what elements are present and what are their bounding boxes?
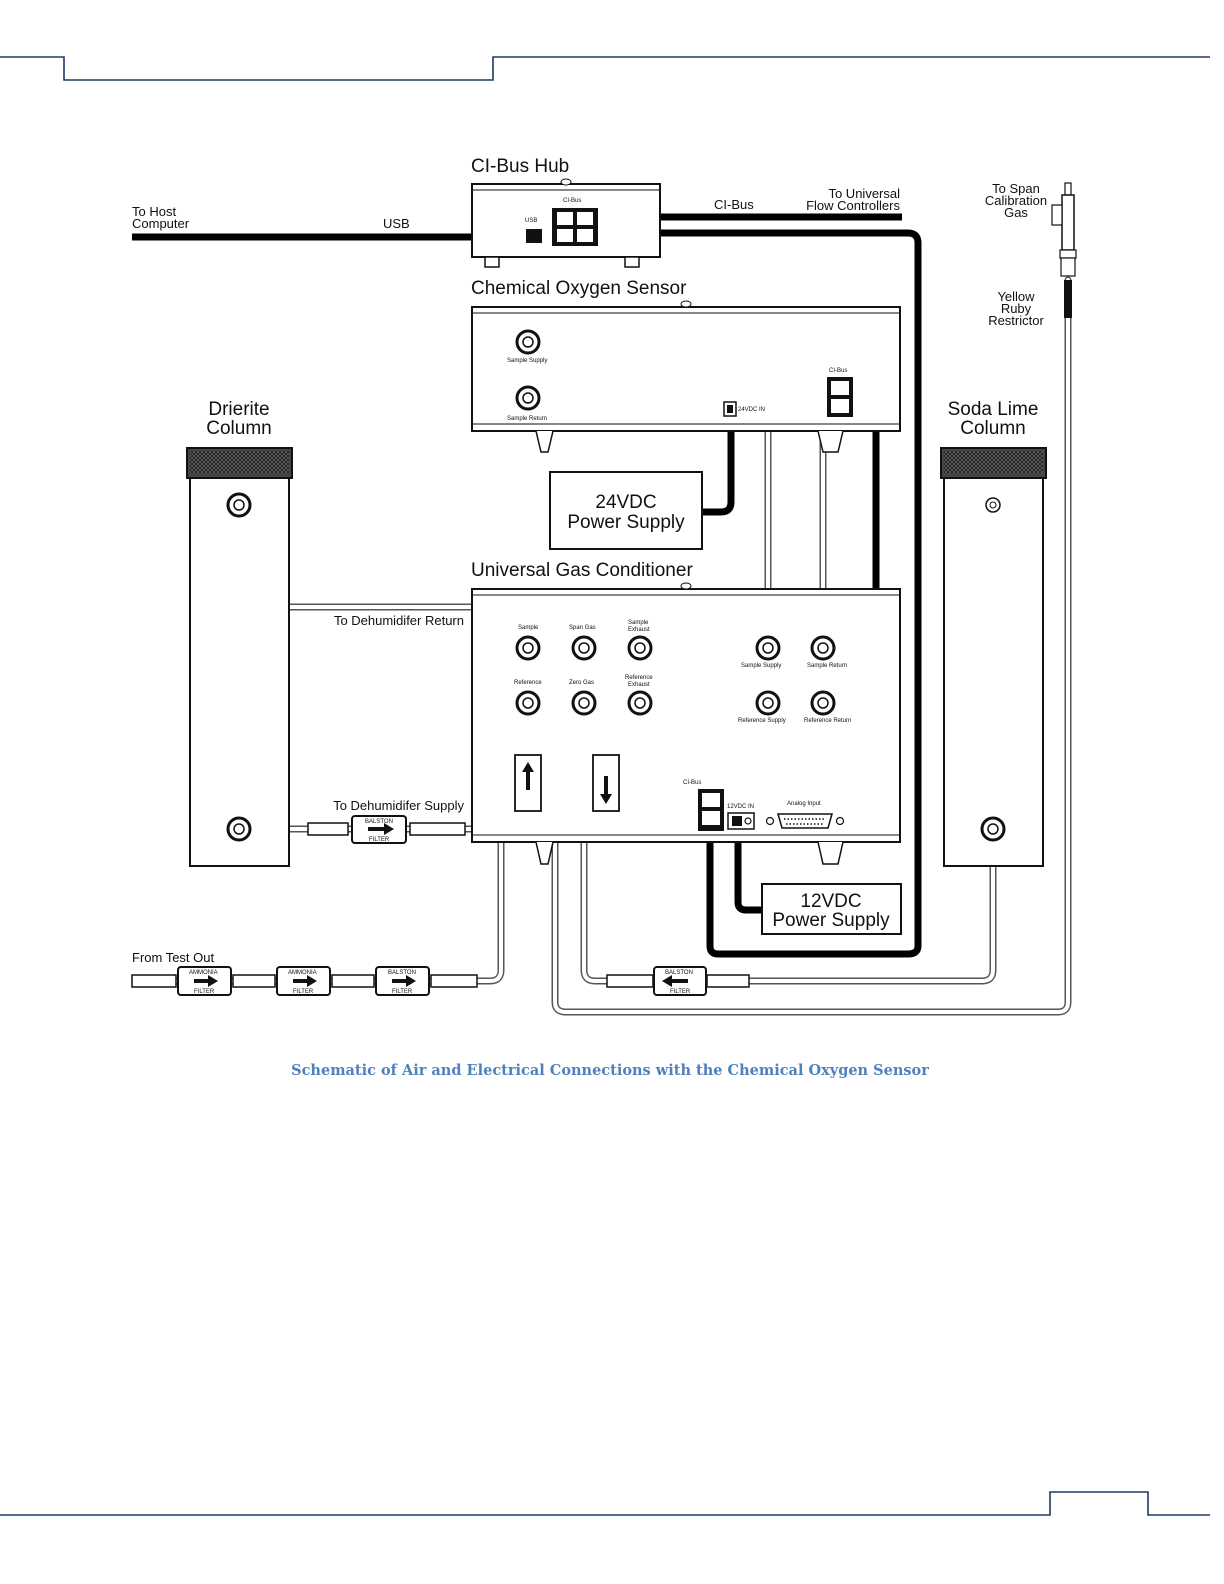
dehum-filter-word: FILTER: [369, 837, 390, 843]
ruby-label-3: Restrictor: [988, 313, 1044, 328]
cibus-cable-label: CI-Bus: [714, 197, 754, 212]
filter-2-word: FILTER: [293, 989, 314, 995]
ugc-reference-return-label: Reference Return: [804, 718, 851, 724]
power-cable-12v: [734, 824, 766, 914]
power-supply-12v: 12VDC Power Supply: [761, 883, 902, 935]
psu24-label-1: 24VDC: [595, 492, 656, 513]
universal-gas-conditioner: Universal Gas Conditioner Sample Span Ga…: [471, 560, 901, 865]
psu24-label-2: Power Supply: [567, 512, 685, 533]
psu12-label-1: 12VDC: [800, 891, 861, 912]
ugc-reference-supply-label: Reference Supply: [738, 718, 786, 724]
to-universal-label-1: To Universal: [828, 186, 900, 201]
span-gas-label-2: Calibration: [985, 193, 1047, 208]
span-gas-label-1: To Span: [992, 181, 1040, 196]
cibus-hub: CI-Bus Hub CI-Bus USB: [471, 156, 661, 268]
zero-filter-brand: BALSTON: [665, 970, 693, 976]
filter-2-brand: AMMONIA: [288, 970, 317, 976]
ugc-reference-label: Reference: [514, 680, 542, 686]
ugc-span-gas-label: Span Gas: [569, 625, 596, 631]
ugc-sample-exhaust-label-1: Sample: [628, 620, 649, 626]
ruby-restrictor: [1064, 280, 1072, 318]
power-cable-24v: [699, 408, 735, 516]
sodalime-label-1: Soda Lime: [948, 399, 1039, 420]
filter-1-word: FILTER: [194, 989, 215, 995]
drierite-label-1: Drierite: [208, 399, 269, 420]
ugc-cibus-label: CI-Bus: [683, 780, 701, 786]
span-gas-label-3: Gas: [1004, 205, 1028, 220]
power-supply-24v: 24VDC Power Supply: [549, 471, 703, 550]
dehum-filter-brand: BALSTON: [365, 819, 393, 825]
ruby-label-2: Ruby: [1001, 301, 1032, 316]
usb-cable-label: USB: [383, 216, 410, 231]
header-rule: [0, 56, 1210, 81]
cos-title: Chemical Oxygen Sensor: [471, 278, 687, 299]
cos-sample-return-label: Sample Return: [507, 416, 547, 422]
filter-3-brand: BALSTON: [388, 970, 416, 976]
dehum-supply-filter: BALSTON FILTER: [307, 815, 466, 844]
ugc-sample-supply-label: Sample Supply: [741, 663, 781, 669]
cos-cibus-label: CI-Bus: [829, 368, 847, 374]
ugc-sample-exhaust-label-2: Exhaust: [628, 627, 650, 633]
drierite-column: Drierite Column: [186, 399, 293, 867]
cos-sample-supply-label: Sample Supply: [507, 358, 547, 364]
cos-power-in-label: 24VDC IN: [738, 407, 765, 413]
from-test-out-label: From Test Out: [132, 950, 215, 965]
ugc-sample-return-label: Sample Return: [807, 663, 847, 669]
ugc-sample-label: Sample: [518, 625, 539, 631]
hub-port-cibus-label: CI-Bus: [563, 198, 581, 204]
zero-gas-filter: BALSTON FILTER: [606, 966, 750, 996]
ugc-power-in-label: 12VDC IN: [727, 804, 754, 810]
chemical-oxygen-sensor: Chemical Oxygen Sensor Sample Supply Sam…: [471, 278, 901, 453]
drierite-label-2: Column: [206, 418, 271, 439]
hub-title: CI-Bus Hub: [471, 156, 569, 177]
figure-caption: Schematic of Air and Electrical Connecti…: [291, 1062, 929, 1079]
ugc-zero-gas-label: Zero Gas: [569, 680, 594, 686]
sodalime-label-2: Column: [960, 418, 1025, 439]
footer-rule: [0, 1491, 1210, 1516]
soda-lime-column: Soda Lime Column: [940, 399, 1047, 867]
to-host-label-2: Computer: [132, 216, 190, 231]
to-host-label-1: To Host: [132, 204, 176, 219]
test-out-filter-chain: AMMONIA FILTER AMMONIA FILTER BALSTON FI…: [131, 966, 478, 996]
to-dehum-supply-label: To Dehumidifer Supply: [333, 798, 464, 813]
zero-filter-word: FILTER: [670, 989, 691, 995]
psu12-label-2: Power Supply: [772, 910, 890, 931]
ugc-ref-exhaust-label-2: Exhaust: [628, 682, 650, 688]
span-gas-fitting: [1051, 182, 1077, 277]
filter-3-word: FILTER: [392, 989, 413, 995]
ugc-analog-input-label: Analog Input: [787, 801, 821, 807]
filter-1-brand: AMMONIA: [189, 970, 218, 976]
ugc-ref-exhaust-label-1: Reference: [625, 675, 653, 681]
hub-port-usb-label: USB: [525, 218, 537, 224]
to-universal-label-2: Flow Controllers: [806, 198, 900, 213]
ugc-title: Universal Gas Conditioner: [471, 560, 693, 581]
ruby-label-1: Yellow: [997, 289, 1035, 304]
to-dehum-return-label: To Dehumidifer Return: [334, 613, 464, 628]
